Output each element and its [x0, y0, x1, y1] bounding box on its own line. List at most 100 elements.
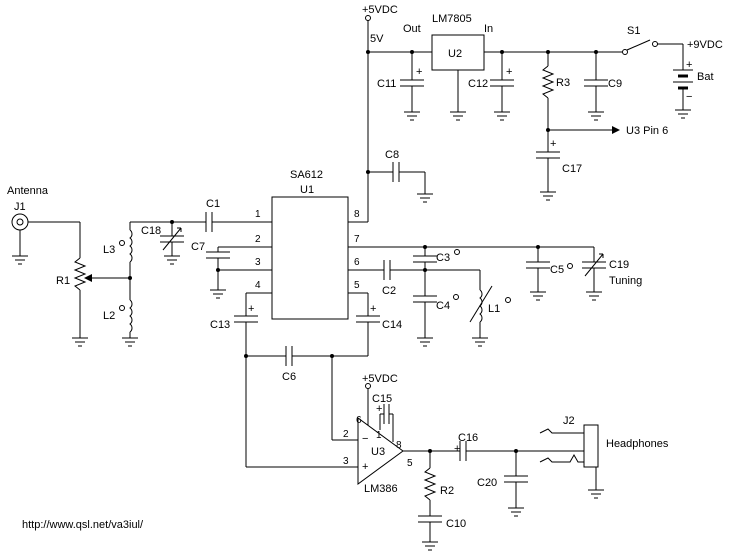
- u3-pin3: 3: [343, 456, 349, 467]
- c15-label: C15: [372, 393, 392, 405]
- c8-decoupling: C8: [366, 149, 433, 203]
- c4-label: C4: [436, 300, 450, 312]
- l3-label: L3: [103, 244, 115, 256]
- ground-icon: [675, 109, 691, 119]
- bat-plus: +: [686, 59, 692, 71]
- source-url: http://www.qsl.net/va3iul/: [22, 519, 144, 531]
- inductor-l2-icon: [129, 299, 133, 333]
- c7-network: C7: [191, 241, 272, 299]
- c2-label: C2: [382, 285, 396, 297]
- five-v-label: 5V: [370, 33, 384, 45]
- stereo-jack-icon: [539, 424, 599, 468]
- l1-label: L1: [488, 303, 500, 315]
- bat-minus: −: [686, 91, 692, 103]
- capacitor-c2-icon: [383, 260, 391, 280]
- u3-pin8: 8: [396, 440, 402, 451]
- ground-icon: [508, 507, 524, 517]
- plus9-label: +9VDC: [687, 39, 723, 51]
- j2-label: J2: [563, 415, 575, 427]
- ground-icon: [12, 255, 28, 265]
- bnc-connector-icon: [11, 213, 29, 231]
- c7-label: C7: [191, 241, 205, 253]
- c1-label: C1: [206, 198, 220, 210]
- ground-icon: [450, 111, 466, 121]
- u3-inverting: −: [362, 433, 368, 445]
- c3-label: C3: [436, 252, 450, 264]
- capacitor-c8-icon: [392, 162, 400, 182]
- ground-icon: [494, 111, 510, 121]
- capacitor-c1-icon: [205, 212, 213, 232]
- u3-label: U3: [371, 446, 385, 458]
- capacitor-c7-icon: [206, 251, 230, 259]
- wiper-arrow-icon: [84, 274, 92, 282]
- j1-label: J1: [14, 201, 26, 213]
- bat-label: Bat: [697, 71, 714, 83]
- capacitor-c9-icon: [584, 79, 608, 87]
- resistor-r2-icon: [423, 467, 437, 501]
- u3-non-inverting: +: [362, 461, 368, 473]
- u2-label: U2: [448, 48, 462, 60]
- u1-label: U1: [300, 184, 314, 196]
- lm7805-label: LM7805: [432, 13, 472, 25]
- oscillator-tank: C3 C2 C4 L: [348, 245, 642, 347]
- c12-plus: +: [506, 66, 512, 78]
- u3-pin1: 1: [376, 430, 382, 441]
- tuning-label: Tuning: [609, 275, 642, 287]
- c11-label: C11: [377, 78, 396, 90]
- headphones-label: Headphones: [606, 438, 669, 450]
- u1-pin5: 5: [354, 280, 360, 291]
- c16-label: C16: [458, 432, 478, 444]
- in-label: In: [484, 23, 493, 35]
- output-coupling: + C13 + C14 C6: [210, 292, 402, 467]
- c19-label: C19: [609, 259, 629, 271]
- c6-label: C6: [282, 371, 296, 383]
- u1-pin2: 2: [255, 234, 261, 245]
- capacitor-c5-icon: [526, 261, 550, 269]
- c5-label: C5: [550, 264, 564, 276]
- c17-plus: +: [550, 138, 556, 150]
- u1-pin1: 1: [255, 209, 261, 220]
- ground-icon: [422, 541, 438, 551]
- antenna-label: Antenna: [7, 185, 49, 197]
- r2-label: R2: [440, 485, 454, 497]
- capacitor-c4-icon: [413, 295, 437, 303]
- ground-icon: [530, 291, 546, 301]
- c11-plus: +: [416, 66, 422, 78]
- audio-amp-u3: U3 − + LM386 2 3 +5VDC 6 + C15 1 8 5: [246, 356, 584, 551]
- c14-plus: +: [370, 303, 376, 315]
- ground-icon: [472, 337, 488, 347]
- supply-top-label: +5VDC: [362, 4, 398, 16]
- s1-label: S1: [627, 25, 640, 37]
- c12-label: C12: [468, 78, 488, 90]
- capacitor-c10-icon: [418, 515, 442, 523]
- ground-icon: [417, 193, 433, 203]
- capacitor-c12-icon: [490, 79, 514, 87]
- capacitor-c20-icon: [504, 475, 528, 483]
- ground-icon: [210, 289, 226, 299]
- capacitor-c6-icon: [285, 346, 293, 366]
- headphone-jack-j2: J2 Headphones: [539, 415, 669, 499]
- lm386-label: LM386: [364, 483, 398, 495]
- r3-label: R3: [556, 77, 570, 89]
- ground-icon: [122, 337, 138, 347]
- u3-pin5: 5: [407, 458, 413, 469]
- c9-label: C9: [608, 78, 622, 90]
- inductor-l3-icon: [129, 229, 133, 263]
- r1-label: R1: [56, 275, 70, 287]
- power-supply: +5VDC 5V U2 LM7805 Out In +: [362, 4, 723, 222]
- resistor-r3-icon: [541, 65, 555, 99]
- capacitor-c14-icon: [356, 315, 380, 323]
- capacitor-c3-icon: [413, 255, 437, 263]
- ground-icon: [404, 111, 420, 121]
- out-label: Out: [403, 23, 421, 35]
- sa612-body: [271, 196, 349, 320]
- l2-label: L2: [103, 310, 115, 322]
- c17-label: C17: [562, 163, 582, 175]
- opamp-u3-icon: [357, 417, 404, 485]
- u3pin6-label: U3 Pin 6: [626, 125, 668, 137]
- c10-label: C10: [446, 518, 466, 530]
- ground-icon: [164, 255, 180, 265]
- capacitor-c17-icon: [536, 151, 560, 159]
- c20-label: C20: [477, 477, 497, 489]
